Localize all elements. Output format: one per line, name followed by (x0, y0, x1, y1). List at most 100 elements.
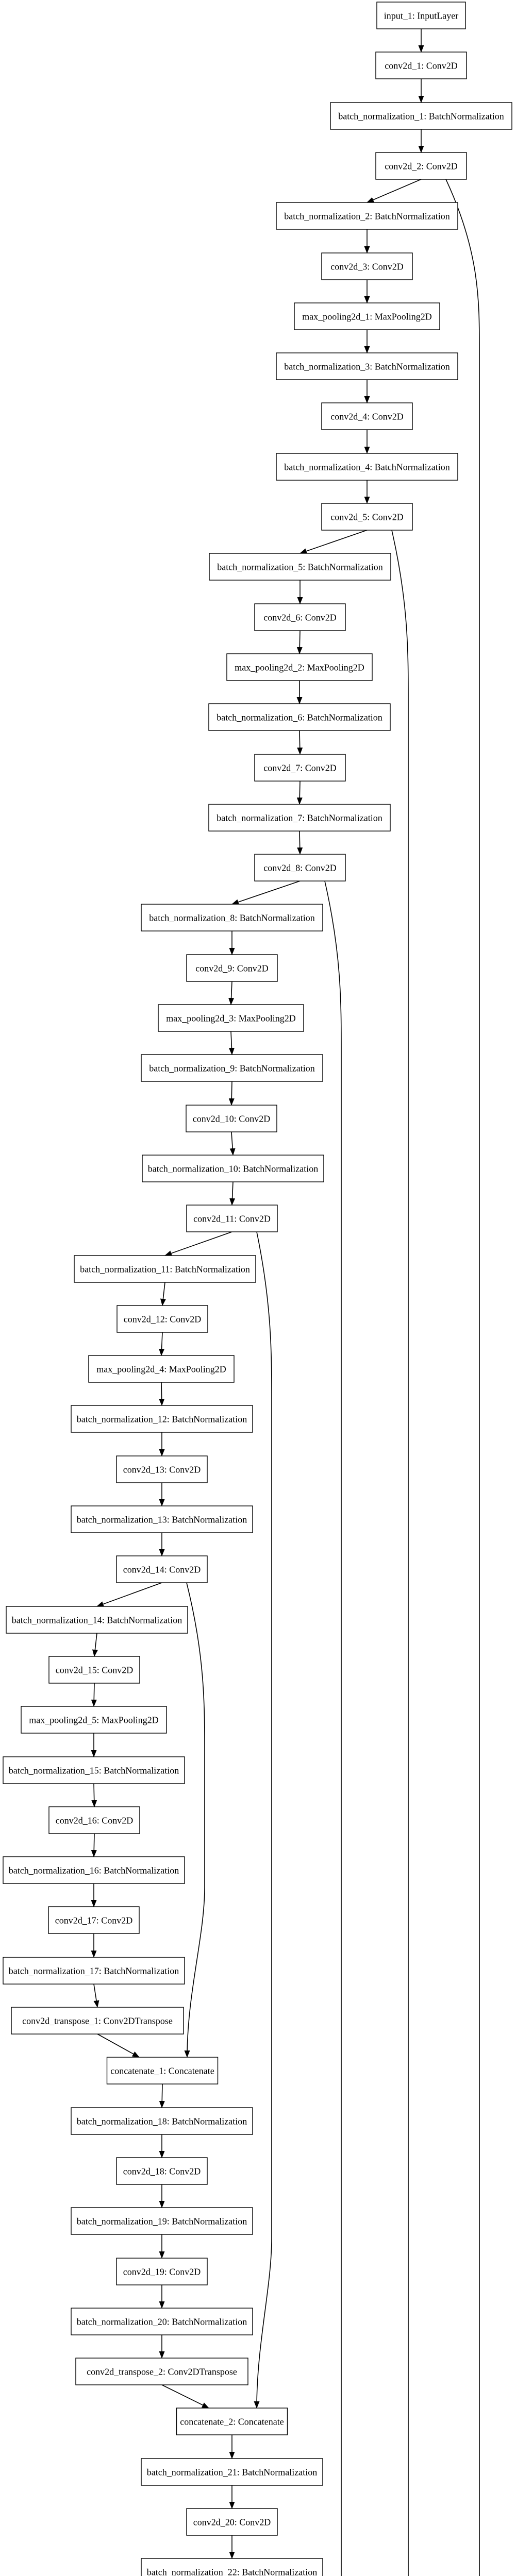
layer-node-conv2d_transpose_1: conv2d_transpose_1: Conv2DTranspose (11, 2007, 184, 2035)
skip-connection-edge-conv2d_8-to-concatenate_3 (324, 880, 342, 2576)
edge-conv2d_2-to-batch_normalization_2 (367, 179, 422, 203)
layer-box-conv2dtranspose (11, 2007, 184, 2035)
layer-box-batchnormalization (330, 102, 512, 130)
layer-node-conv2d_10: conv2d_10: Conv2D (186, 1105, 277, 1132)
layer-label: conv2d_3: Conv2D (330, 261, 404, 272)
layer-node-conv2d_16: conv2d_16: Conv2D (48, 1806, 140, 1834)
layer-node-conv2d_8: conv2d_8: Conv2D (254, 854, 346, 882)
layer-box-maxpooling2d (88, 1355, 235, 1383)
edge-batch_normalization_7-to-conv2d_8 (297, 831, 303, 855)
layer-box-maxpooling2d (21, 1706, 167, 1734)
layer-label: batch_normalization_7: BatchNormalizatio… (217, 812, 382, 823)
layer-label: input_1: InputLayer (384, 10, 458, 21)
layer-box-conv2d (186, 2508, 278, 2536)
layer-box-conv2d (116, 1555, 208, 1583)
edge-conv2d_9-to-max_pooling2d_3 (228, 981, 235, 1005)
layer-label: conv2d_8: Conv2D (263, 862, 337, 873)
layer-box-conv2d (186, 1105, 277, 1132)
edge-conv2d_8-to-batch_normalization_8 (231, 880, 301, 905)
skip-connection-edge-conv2d_2-to-concatenate_5 (445, 179, 480, 2576)
layer-label: conv2d_13: Conv2D (123, 1464, 201, 1475)
layer-node-conv2d_12: conv2d_12: Conv2D (116, 1305, 208, 1333)
layer-label: batch_normalization_1: BatchNormalizatio… (338, 111, 504, 121)
layer-node-conv2d_18: conv2d_18: Conv2D (116, 2157, 208, 2185)
layer-node-batch_normalization_22: batch_normalization_22: BatchNormalizati… (141, 2558, 323, 2576)
layer-node-batch_normalization_16: batch_normalization_16: BatchNormalizati… (3, 1856, 185, 1884)
layer-box-conv2d (116, 1305, 208, 1333)
layer-label: batch_normalization_17: BatchNormalizati… (9, 1965, 179, 1976)
layer-box-batchnormalization (208, 804, 391, 832)
layer-label: max_pooling2d_1: MaxPooling2D (302, 311, 432, 321)
edge-conv2d_10-to-batch_normalization_10 (229, 1131, 236, 1156)
edge-conv2d_transpose_2-to-concatenate_2 (161, 2384, 209, 2409)
layer-label: max_pooling2d_4: MaxPooling2D (96, 1364, 226, 1374)
layer-label: batch_normalization_20: BatchNormalizati… (77, 2316, 247, 2327)
layer-label: batch_normalization_15: BatchNormalizati… (9, 1765, 179, 1775)
layer-box-batchnormalization (71, 2308, 253, 2335)
layer-box-batchnormalization (141, 904, 323, 931)
edge-max_pooling2d_3-to-batch_normalization_9 (228, 1031, 235, 1055)
layer-label: conv2d_1: Conv2D (385, 60, 458, 71)
layer-label: max_pooling2d_2: MaxPooling2D (235, 662, 364, 672)
layer-label: batch_normalization_9: BatchNormalizatio… (149, 1063, 314, 1073)
layer-node-max_pooling2d_1: max_pooling2d_1: MaxPooling2D (294, 302, 440, 330)
layer-label: batch_normalization_18: BatchNormalizati… (77, 2116, 247, 2126)
layer-box-inputlayer (376, 2, 466, 29)
layer-node-batch_normalization_18: batch_normalization_18: BatchNormalizati… (71, 2107, 253, 2135)
layer-box-maxpooling2d (226, 653, 373, 681)
layer-box-batchnormalization (276, 202, 458, 230)
layer-label: conv2d_16: Conv2D (56, 1815, 134, 1825)
layer-label: conv2d_15: Conv2D (56, 1665, 134, 1675)
skip-connection-edge-conv2d_14-to-concatenate_1 (184, 1582, 205, 2058)
layer-box-concatenate (176, 2408, 288, 2435)
edge-conv2d_7-to-batch_normalization_7 (296, 781, 303, 805)
layer-node-conv2d_5: conv2d_5: Conv2D (321, 503, 413, 531)
layer-node-conv2d_20: conv2d_20: Conv2D (186, 2508, 278, 2536)
layer-label: concatenate_1: Concatenate (110, 2065, 214, 2076)
edge-max_pooling2d_4-to-batch_normalization_12 (159, 1382, 165, 1406)
layer-label: batch_normalization_5: BatchNormalizatio… (217, 562, 382, 572)
layer-node-conv2d_6: conv2d_6: Conv2D (254, 603, 346, 631)
layer-label: batch_normalization_13: BatchNormalizati… (77, 1514, 247, 1524)
layer-label: conv2d_11: Conv2D (193, 1213, 271, 1224)
edge-conv2d_6-to-max_pooling2d_2 (296, 630, 303, 654)
layer-label: conv2d_transpose_1: Conv2DTranspose (22, 2015, 173, 2026)
layer-box-batchnormalization (74, 1255, 256, 1283)
layer-node-conv2d_19: conv2d_19: Conv2D (116, 2258, 208, 2285)
layer-node-batch_normalization_15: batch_normalization_15: BatchNormalizati… (3, 1756, 185, 1784)
layer-box-conv2d (321, 402, 413, 430)
layer-box-batchnormalization (71, 2207, 253, 2235)
layer-node-batch_normalization_14: batch_normalization_14: BatchNormalizati… (6, 1606, 188, 1634)
layer-box-conv2d (116, 2258, 208, 2285)
layer-node-batch_normalization_19: batch_normalization_19: BatchNormalizati… (71, 2207, 253, 2235)
layer-node-conv2d_7: conv2d_7: Conv2D (254, 754, 346, 782)
layer-box-conv2d (186, 954, 278, 982)
layer-box-conv2d (375, 52, 467, 79)
layer-node-batch_normalization_12: batch_normalization_12: BatchNormalizati… (71, 1405, 253, 1433)
layer-box-conv2d (48, 1906, 140, 1934)
edge-batch_normalization_17-to-conv2d_transpose_1 (93, 1984, 99, 2008)
layer-box-conv2d (116, 1455, 208, 1483)
layer-label: batch_normalization_14: BatchNormalizati… (12, 1615, 182, 1625)
layer-box-batchnormalization (208, 703, 391, 731)
layer-node-batch_normalization_17: batch_normalization_17: BatchNormalizati… (3, 1957, 185, 1985)
layer-box-batchnormalization (276, 352, 458, 380)
layer-node-batch_normalization_9: batch_normalization_9: BatchNormalizatio… (141, 1054, 323, 1082)
layer-label: conv2d_18: Conv2D (123, 2166, 201, 2176)
layer-label: conv2d_9: Conv2D (195, 963, 269, 973)
layer-label: batch_normalization_12: BatchNormalizati… (77, 1414, 247, 1424)
layer-label: batch_normalization_22: BatchNormalizati… (147, 2567, 317, 2576)
layer-box-conv2d (48, 1656, 140, 1684)
layer-node-conv2d_13: conv2d_13: Conv2D (116, 1455, 208, 1483)
layer-node-max_pooling2d_3: max_pooling2d_3: MaxPooling2D (158, 1004, 304, 1032)
layer-box-batchnormalization (6, 1606, 188, 1634)
layer-label: conv2d_6: Conv2D (263, 612, 337, 622)
layer-box-conv2d (375, 152, 467, 180)
layer-box-conv2d (186, 1205, 278, 1232)
layer-node-conv2d_9: conv2d_9: Conv2D (186, 954, 278, 982)
layer-box-batchnormalization (71, 1405, 253, 1433)
edge-batch_normalization_10-to-conv2d_11 (229, 1181, 236, 1206)
layer-label: batch_normalization_11: BatchNormalizati… (80, 1264, 250, 1274)
layer-box-maxpooling2d (158, 1004, 304, 1032)
